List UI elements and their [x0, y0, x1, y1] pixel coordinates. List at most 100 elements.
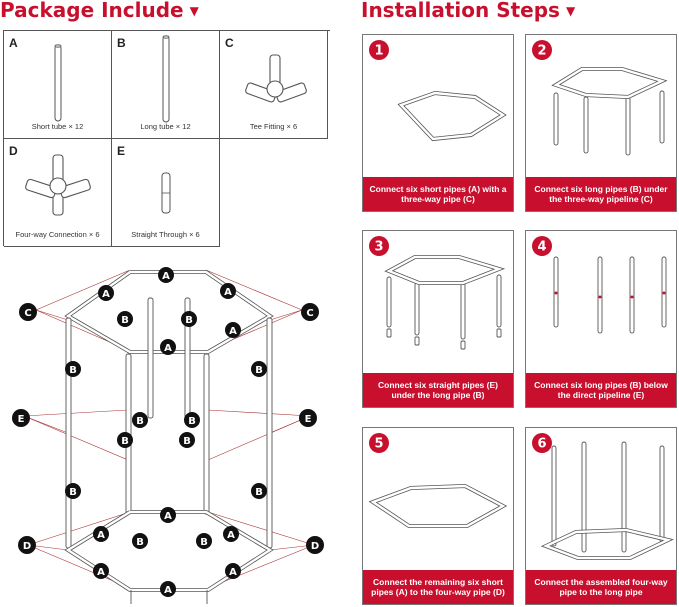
svg-text:E: E	[305, 414, 312, 425]
assembly-diagram: A A A A A C C B B B B E E B B B B B B A …	[12, 267, 324, 604]
triangle-down-icon: ▼	[565, 4, 576, 18]
four-way-connector-icon	[25, 154, 91, 216]
svg-text:6: 6	[537, 437, 546, 452]
step-number-badge: 2	[532, 40, 552, 60]
package-item-letter: A	[9, 36, 18, 50]
label-b: B	[65, 361, 81, 377]
step-6-card: 6 Connect the assembled four-way pipe to…	[525, 427, 677, 605]
package-item-letter: B	[117, 36, 126, 50]
svg-text:A: A	[164, 343, 172, 354]
step-3-illustration	[384, 255, 506, 350]
step-5-card: 5 Connect the remaining six short pipes …	[362, 427, 514, 605]
label-b: B	[132, 533, 148, 549]
package-item-caption: Tee Fitting × 6	[249, 122, 298, 131]
installation-steps-heading: Installation Steps ▼	[361, 0, 575, 22]
svg-text:A: A	[164, 511, 172, 522]
step-4-illustration	[553, 256, 667, 334]
step-caption: Connect the remaining six short pipes (A…	[363, 570, 513, 604]
step-2-card: 2 Connect six long pipes (B) under the t…	[525, 34, 677, 212]
step-5-illustration	[368, 483, 508, 528]
step-number-badge: 5	[369, 433, 389, 453]
svg-text:A: A	[224, 287, 232, 298]
installation-steps-title: Installation Steps	[361, 0, 560, 22]
label-a: A	[160, 339, 176, 355]
label-a: A	[223, 526, 239, 542]
svg-text:B: B	[121, 315, 129, 326]
package-item-straight-through: E Straight Through × 6	[112, 139, 220, 247]
svg-text:5: 5	[374, 437, 383, 452]
label-d: D	[18, 536, 36, 554]
package-grid: A Short tube × 12 B Long tube × 12 C Tee…	[3, 30, 330, 247]
label-a: A	[160, 581, 176, 597]
label-b: B	[117, 311, 133, 327]
label-a: A	[93, 526, 109, 542]
triangle-down-icon: ▼	[189, 4, 199, 18]
label-d: D	[306, 536, 324, 554]
step-number-badge: 6	[532, 433, 552, 453]
step-1-card: 1 Connect six short pipes (A) with a thr…	[362, 34, 514, 212]
svg-text:B: B	[121, 436, 129, 447]
step-caption: Connect the assembled four-way pipe to t…	[526, 570, 676, 604]
svg-text:A: A	[229, 567, 237, 578]
package-item-letter: E	[117, 144, 126, 158]
step-4-card: 4 Connect six long pipes (B) below the d…	[525, 230, 677, 408]
label-c: C	[19, 303, 37, 321]
package-include-heading: Package Include▼	[0, 0, 199, 22]
svg-text:B: B	[69, 365, 77, 376]
label-e: E	[299, 409, 317, 427]
label-a: A	[93, 563, 109, 579]
label-b: B	[184, 412, 200, 428]
svg-text:A: A	[97, 530, 105, 541]
label-a: A	[160, 507, 176, 523]
svg-text:B: B	[136, 416, 144, 427]
label-b: B	[117, 432, 133, 448]
step-1-illustration	[397, 90, 507, 142]
label-b: B	[179, 432, 195, 448]
package-item-four-way: D Four-way Connection × 6	[4, 139, 112, 247]
svg-text:C: C	[24, 308, 31, 319]
svg-text:1: 1	[374, 44, 383, 59]
step-number-badge: 1	[369, 40, 389, 60]
label-c: C	[301, 303, 319, 321]
svg-text:A: A	[162, 271, 170, 282]
svg-text:E: E	[18, 414, 25, 425]
label-a: A	[98, 285, 114, 301]
svg-text:B: B	[69, 487, 77, 498]
long-tube-icon	[162, 35, 170, 123]
label-a: A	[158, 267, 174, 283]
step-number-badge: 3	[369, 236, 389, 256]
svg-text:A: A	[164, 585, 172, 596]
svg-text:4: 4	[537, 240, 546, 255]
svg-text:D: D	[23, 541, 31, 552]
svg-text:B: B	[185, 315, 193, 326]
package-item-caption: Straight Through × 6	[131, 230, 200, 239]
tee-fitting-icon	[245, 54, 307, 103]
step-caption: Connect six straight pipes (E) under the…	[363, 373, 513, 407]
label-b: B	[251, 483, 267, 499]
svg-text:B: B	[200, 537, 208, 548]
svg-text:B: B	[183, 436, 191, 447]
svg-text:A: A	[102, 289, 110, 300]
label-b: B	[181, 311, 197, 327]
svg-text:3: 3	[374, 240, 383, 255]
step-2-illustration	[551, 67, 668, 156]
svg-text:B: B	[188, 416, 196, 427]
step-6-illustration	[540, 441, 674, 560]
label-b: B	[65, 483, 81, 499]
straight-through-icon	[161, 172, 171, 214]
svg-text:B: B	[255, 365, 263, 376]
hexagon-frame	[64, 270, 274, 604]
part-labels: A A A A A C C B B B B E E B B B B B B A …	[12, 267, 324, 597]
svg-text:B: B	[136, 537, 144, 548]
step-3-card: 3 Connect six straight pipes (E) under t…	[362, 230, 514, 408]
svg-text:C: C	[306, 308, 313, 319]
step-caption: Connect six long pipes (B) under the thr…	[526, 177, 676, 211]
package-item-caption: Short tube × 12	[31, 122, 84, 131]
package-item-long-tube: B Long tube × 12	[112, 31, 220, 139]
label-e: E	[12, 409, 30, 427]
step-caption: Connect six short pipes (A) with a three…	[363, 177, 513, 211]
label-b: B	[251, 361, 267, 377]
step-number-badge: 4	[532, 236, 552, 256]
label-a: A	[220, 283, 236, 299]
svg-text:A: A	[97, 567, 105, 578]
